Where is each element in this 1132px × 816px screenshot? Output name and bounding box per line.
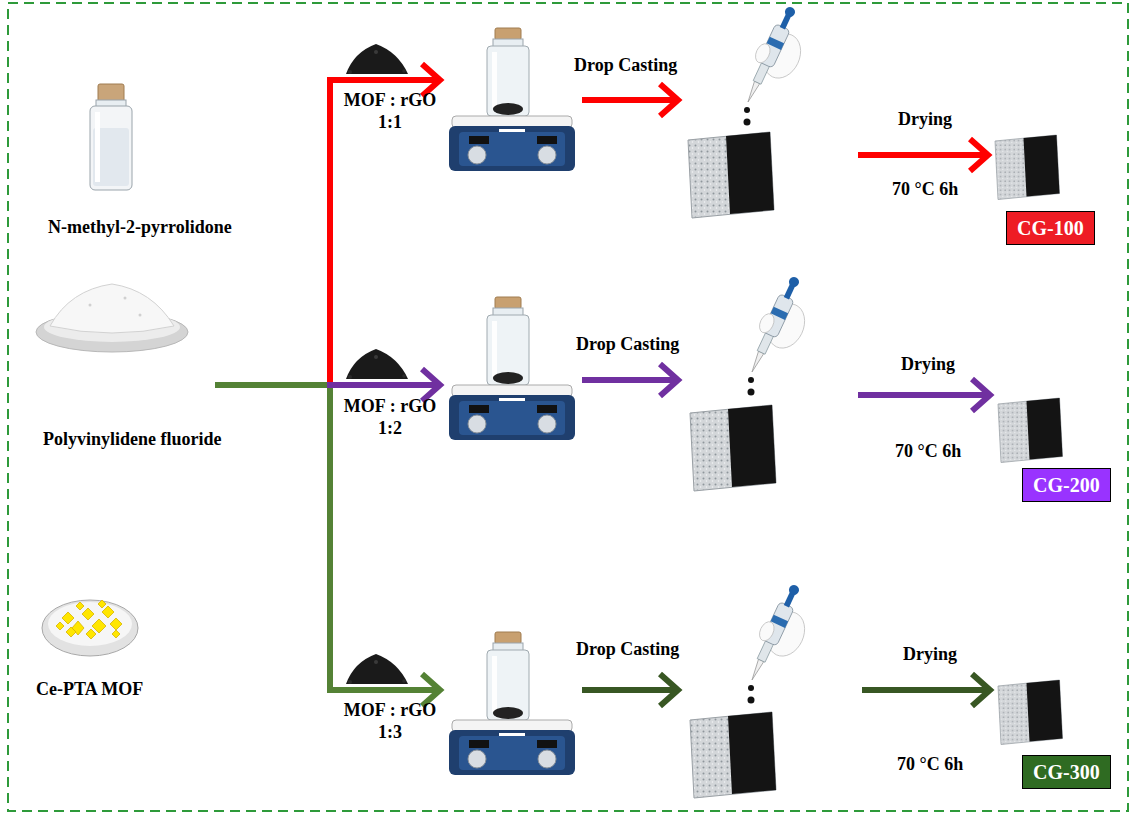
- condition-label: 70 °C 6h: [897, 754, 963, 776]
- hotplate-stirrer: [449, 28, 575, 171]
- step-label: Drying: [898, 109, 952, 131]
- branch-arrow: [327, 382, 440, 388]
- vial-icon: [90, 84, 132, 190]
- sample-name: CG-100: [1017, 216, 1084, 240]
- sample-name: CG-200: [1033, 473, 1100, 497]
- step-label: Drying: [903, 644, 957, 666]
- step-label: Drop Casting: [574, 55, 677, 77]
- powder-dish-icon: [36, 284, 188, 352]
- rgo-powder: [346, 654, 408, 684]
- pipette: [740, 580, 823, 693]
- ratio-label: MOF : rGO 1:3: [342, 700, 438, 743]
- condition-label: 70 °C 6h: [895, 441, 961, 463]
- substrate: [690, 405, 776, 491]
- dashed-frame: [8, 3, 1128, 811]
- step-label: Drop Casting: [576, 639, 679, 661]
- pipette: [740, 272, 823, 385]
- step-arrow: [862, 687, 990, 693]
- step-arrow: [858, 152, 988, 158]
- ratio-label: MOF : rGO 1:1: [342, 90, 438, 133]
- branch-arrow: [330, 385, 440, 690]
- condition-label: 70 °C 6h: [892, 179, 958, 201]
- arrowhead: [972, 379, 990, 411]
- pipette: [736, 2, 819, 115]
- arrowhead: [660, 84, 678, 116]
- reagent-label: N-methyl-2-pyrrolidone: [48, 217, 232, 239]
- dried-electrode: [998, 398, 1063, 463]
- step-arrow: [582, 97, 678, 103]
- sample-name: CG-300: [1033, 760, 1100, 784]
- step-arrow: [858, 392, 990, 398]
- crystal-dish-icon: [42, 600, 138, 656]
- dried-electrode: [995, 135, 1060, 200]
- arrowhead: [970, 139, 988, 171]
- sample-label-box: CG-100: [1006, 211, 1095, 245]
- arrowhead: [972, 674, 990, 706]
- rgo-powder: [346, 349, 408, 379]
- reagent-label: Ce-PTA MOF: [36, 679, 143, 701]
- step-label: Drying: [901, 354, 955, 376]
- branch-arrow: [330, 80, 440, 388]
- step-arrow: [582, 377, 678, 383]
- arrowhead: [660, 674, 678, 706]
- arrowhead: [660, 364, 678, 396]
- dried-electrode: [998, 680, 1063, 745]
- reagent-label: Polyvinylidene fluoride: [43, 429, 222, 451]
- drops: [744, 107, 755, 704]
- ratio-label: MOF : rGO 1:2: [342, 396, 438, 439]
- hotplate-stirrer: [449, 632, 575, 775]
- substrate: [690, 712, 776, 798]
- substrate: [688, 132, 774, 218]
- step-arrow: [582, 687, 678, 693]
- sample-label-box: CG-200: [1022, 468, 1111, 502]
- sample-label-box: CG-300: [1022, 755, 1111, 789]
- step-label: Drop Casting: [576, 334, 679, 356]
- rgo-powder: [346, 44, 408, 74]
- hotplate-stirrer: [449, 297, 575, 440]
- branch-line: [215, 382, 333, 388]
